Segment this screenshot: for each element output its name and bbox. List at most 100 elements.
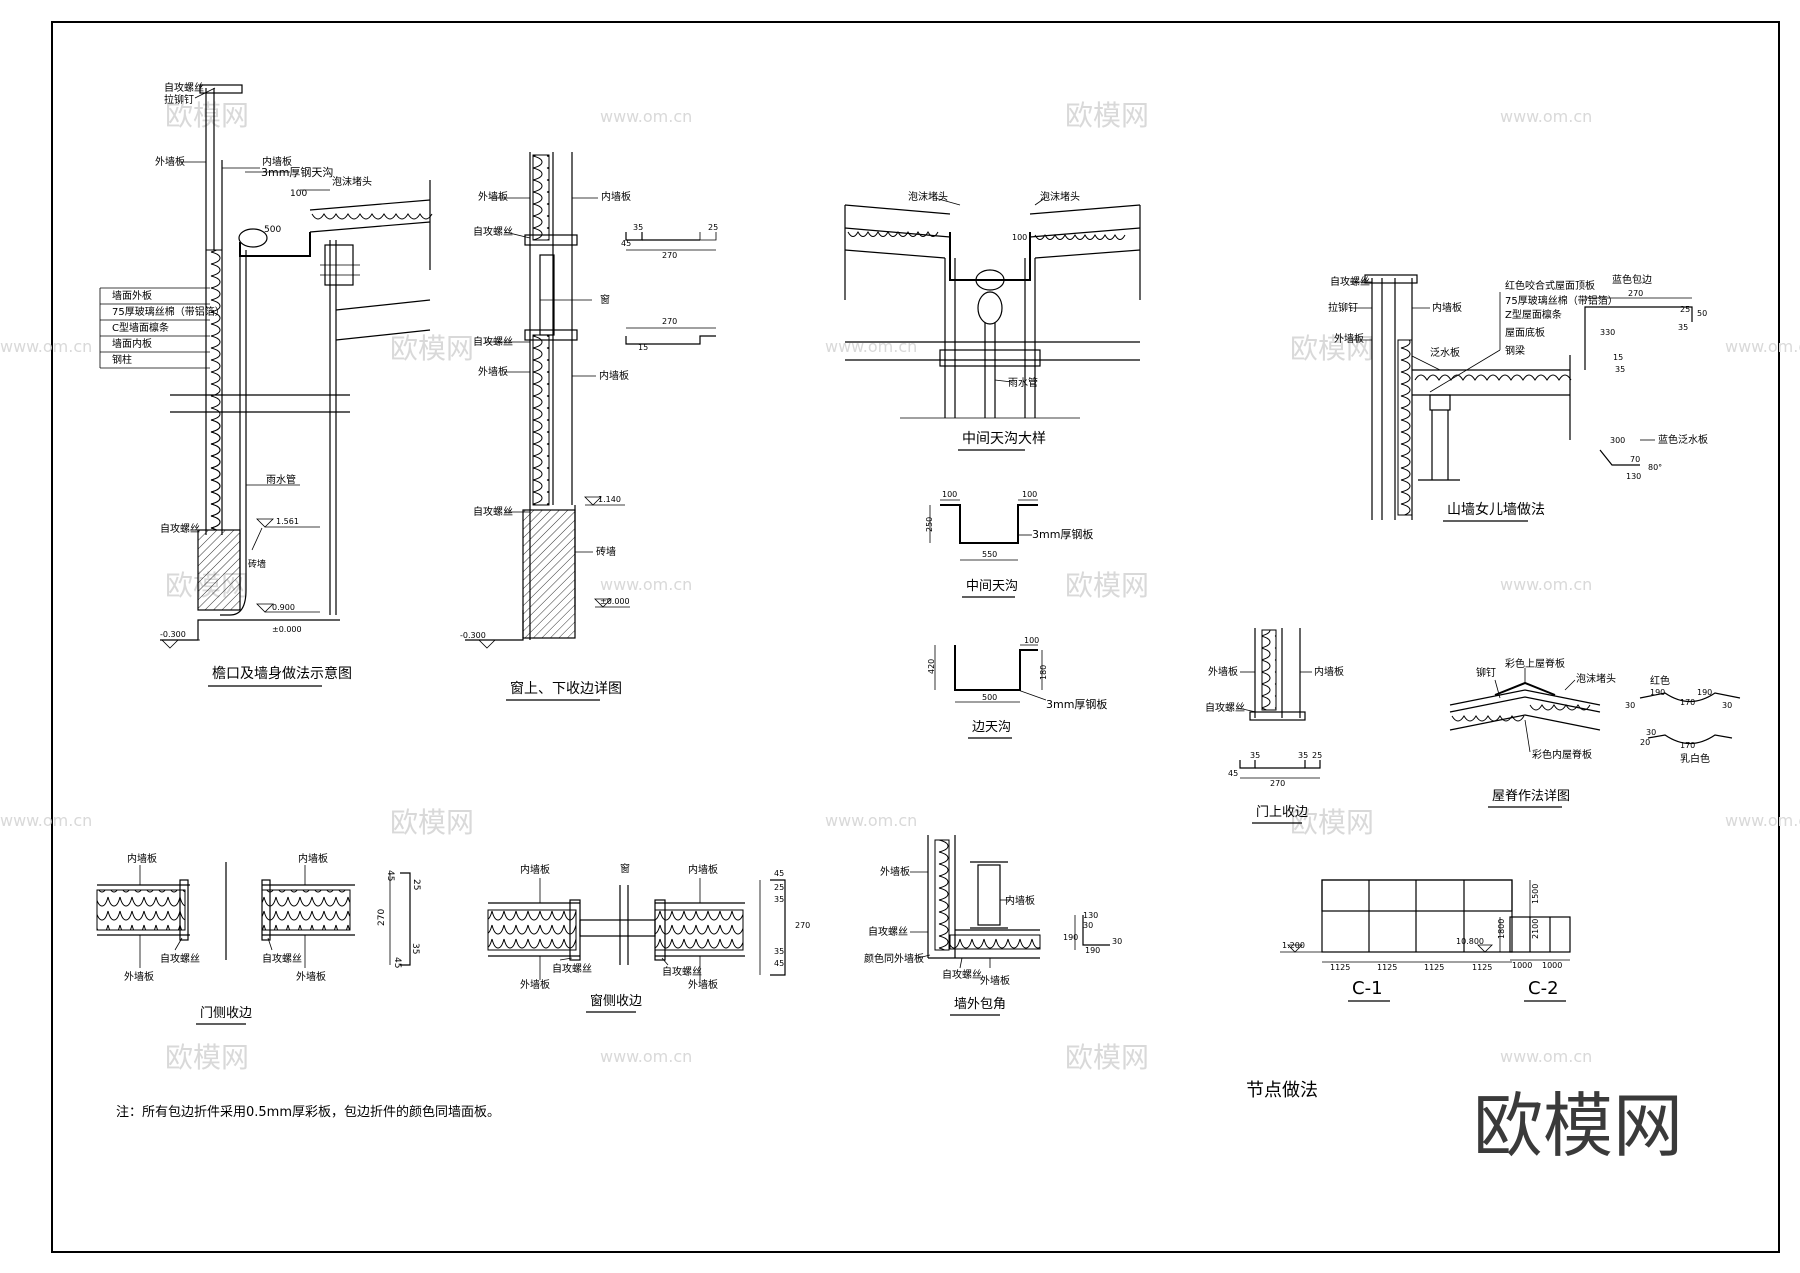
mg-f100a: 100 [942,490,957,499]
gp-legend-1: 红色咬合式屋面顶板 [1505,279,1595,292]
oc-color: 颜色同外墙板 [864,952,924,965]
ws-d35b: 35 [774,947,784,956]
ws-title: 窗侧收边 [590,993,642,1009]
svg-text:www.om.cn: www.om.cn [1725,337,1800,356]
rd-title: 屋脊作法详图 [1492,789,1570,804]
wtb-outer-2: 外墙板 [478,365,508,378]
ds-d45b: 45 [392,957,402,968]
mg-h250: 250 [925,517,934,532]
detail-eave-wall: 自攻螺丝 拉铆钉 外墙板 内墙板 3mm厚钢天沟 泡沫堵头 100 500 墙面… [99,81,433,687]
wtb-dim-45a: 45 [621,239,631,248]
mgl-title: 中间天沟大样 [962,431,1046,447]
c2-h: 1800 [1497,919,1506,939]
gp-legend-3: Z型屋面檩条 [1505,308,1562,321]
ds-inner-1: 内墙板 [127,852,157,865]
c1-title: C-1 [1352,978,1383,999]
gp-d130: 130 [1626,472,1641,481]
detail-window-side: 内墙板 窗 内墙板 自攻螺丝 外墙板 自攻螺丝 外墙板 45 25 35 270… [487,862,810,1013]
eave-curb-label: 砖墙 [248,558,266,570]
rd-r170a: 170 [1680,698,1695,707]
oc-d30b: 30 [1112,937,1122,946]
gp-title: 山墙女儿墙做法 [1447,501,1545,518]
c1-h1: 1500 [1531,884,1540,904]
eg-f100: 100 [1024,636,1039,645]
dt-d45a: 45 [1228,769,1238,778]
svg-text:欧模网: 欧模网 [1065,99,1149,132]
oc-screw-2: 自攻螺丝 [942,968,982,981]
wtb-screw-2: 自攻螺丝 [473,335,513,348]
mg-w550: 550 [982,550,997,559]
gp-legend-5: 钢梁 [1505,344,1525,357]
detail-window-top-bottom: 外墙板 内墙板 自攻螺丝 窗 自攻螺丝 外墙板 内墙板 自攻螺丝 砖墙 1.14… [460,152,718,701]
gp-d50: 50 [1697,309,1707,318]
ws-inner-1: 内墙板 [520,863,550,876]
eg-title: 边天沟 [972,720,1011,735]
gp-d270: 270 [1628,289,1643,298]
oc-d190a: 190 [1063,933,1078,942]
mg-f100b: 100 [1022,490,1037,499]
svg-text:欧模网: 欧模网 [1290,332,1374,365]
wtb-screw-3: 自攻螺丝 [473,505,513,518]
mgl-d100: 100 [1012,233,1027,242]
ds-d45a: 45 [385,870,395,881]
dt-screw: 自攻螺丝 [1205,701,1245,714]
eave-legend-4: 墙面内板 [112,337,152,350]
oc-title: 墙外包角 [954,997,1006,1012]
oc-screw: 自攻螺丝 [868,925,908,938]
wtb-dim-35a: 35 [633,223,643,232]
ds-inner-2: 内墙板 [298,852,328,865]
ds-outer-1: 外墙板 [124,970,154,983]
oc-inner: 内墙板 [1005,894,1035,907]
detail-mid-gutter: 100 100 250 550 3mm厚钢板 中间天沟 [925,490,1093,598]
eave-level-2: 0.900 [272,603,295,612]
svg-text:www.om.cn: www.om.cn [0,811,92,830]
detail-mid-gutter-large: 泡沫堵头 泡沫堵头 雨水管 100 中间天沟大样 [844,190,1141,451]
c1-level: 1.200 [1282,941,1305,950]
rd-red: 红色 [1650,674,1670,687]
svg-text:www.om.cn: www.om.cn [0,337,92,356]
rd-r190b: 190 [1697,688,1712,697]
svg-text:www.om.cn: www.om.cn [1500,575,1592,594]
svg-text:www.om.cn: www.om.cn [1725,811,1800,830]
mg-steel: 3mm厚钢板 [1032,527,1093,541]
c1-w4: 1125 [1472,963,1492,972]
wtb-dim-15: 15 [638,343,648,352]
eave-foam-label: 泡沫堵头 [332,175,372,188]
dt-outer: 外墙板 [1208,665,1238,678]
ws-d45a: 45 [774,869,784,878]
eave-d500: 500 [264,225,281,235]
eave-title: 檐口及墙身做法示意图 [212,665,352,682]
gp-d35b: 35 [1615,365,1625,374]
eave-level-3: -0.300 [160,630,186,639]
dt-d35a: 35 [1250,751,1260,760]
gp-flash: 泛水板 [1430,346,1460,359]
ds-outer-2: 外墙板 [296,970,326,983]
gp-rivet: 拉铆钉 [1328,301,1358,314]
rd-r190a: 190 [1650,688,1665,697]
window-elevation-c1: 1125 1125 1125 1125 1500 2100 1.200 C-1 [1280,879,1540,1002]
wtb-outer-1: 外墙板 [478,190,508,203]
c2-w2: 1000 [1542,961,1562,970]
eave-inner-label: 内墙板 [262,155,292,168]
rd-top: 彩色上屋脊板 [1505,657,1565,670]
eave-legend-3: C型墙面檩条 [112,321,169,334]
ws-d35a: 35 [774,895,784,904]
eave-level-1: 1.561 [276,517,299,526]
oc-outer-2: 外墙板 [980,974,1010,987]
eg-steel: 3mm厚钢板 [1046,697,1107,711]
wtb-window: 窗 [600,293,610,306]
svg-text:www.om.cn: www.om.cn [825,337,917,356]
ws-screw-2: 自攻螺丝 [662,965,702,978]
eave-pipe-label: 雨水管 [266,473,296,486]
gp-screw: 自攻螺丝 [1330,275,1370,288]
eave-outer-label: 外墙板 [155,155,185,168]
eave-gutter-label: 3mm厚钢天沟 [261,166,333,179]
wtb-inner-2: 内墙板 [599,369,629,382]
oc-d30a: 30 [1083,921,1093,930]
dt-inner: 内墙板 [1314,665,1344,678]
rd-r20: 20 [1640,738,1650,747]
eave-rivet-label: 拉铆钉 [164,93,194,106]
ds-d25: 25 [411,879,421,890]
rd-r30a: 30 [1625,701,1635,710]
rd-r30c: 30 [1646,728,1656,737]
